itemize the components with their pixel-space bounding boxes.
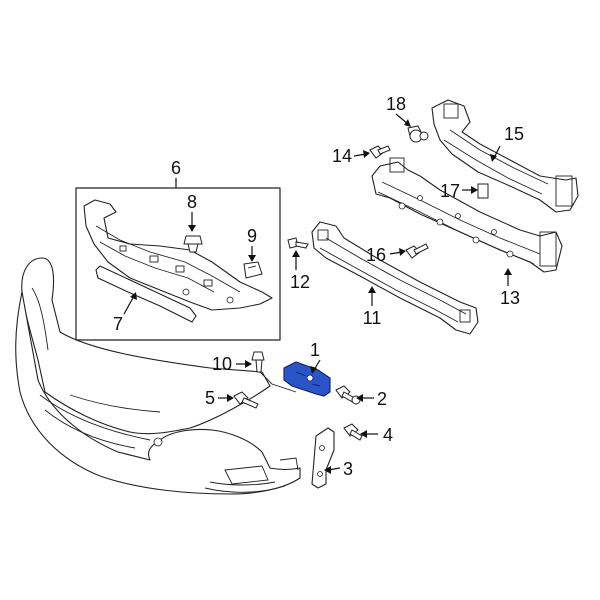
callout-2: 2 — [377, 389, 387, 409]
callout-12: 12 — [290, 272, 310, 292]
bolt-12 — [287, 237, 309, 249]
strip-part — [95, 265, 197, 323]
callout-11: 11 — [363, 308, 382, 328]
bolt-14 — [369, 145, 391, 159]
callout-14: 14 — [332, 146, 352, 166]
lower-cover-panel — [83, 199, 273, 311]
callout-18: 18 — [386, 94, 406, 114]
callout-13: 13 — [500, 288, 520, 308]
callout-3: 3 — [343, 459, 353, 479]
clip-part — [183, 235, 203, 253]
side-bracket-part — [311, 427, 335, 489]
callout-4: 4 — [383, 425, 393, 445]
upper-bracket-part — [431, 99, 579, 213]
nut-18 — [407, 125, 429, 143]
bolt-2 — [335, 385, 361, 405]
bolt-5 — [233, 391, 259, 409]
callout-7: 7 — [113, 314, 123, 334]
leader-lines — [123, 113, 512, 474]
pad-17 — [477, 183, 489, 199]
impact-bar-part — [311, 221, 479, 335]
callout-15: 15 — [504, 124, 524, 144]
callout-10: 10 — [212, 354, 232, 374]
callout-9: 9 — [247, 226, 257, 246]
callout-17: 17 — [440, 181, 460, 201]
bolt-16 — [405, 243, 429, 259]
callout-16: 16 — [366, 245, 386, 265]
callout-1: 1 — [310, 340, 320, 360]
bolt-10 — [251, 351, 265, 373]
callout-labels: 1 2 3 4 5 6 7 8 9 10 11 12 13 14 15 16 1… — [113, 94, 524, 479]
callout-6: 6 — [171, 158, 181, 178]
bolt-4 — [343, 423, 363, 441]
retainer-part — [243, 261, 263, 279]
lower-cover-group — [75, 187, 281, 341]
reinforcement-part — [371, 157, 563, 273]
callout-5: 5 — [205, 388, 215, 408]
bracket-highlighted — [283, 361, 331, 397]
callout-8: 8 — [187, 192, 197, 212]
